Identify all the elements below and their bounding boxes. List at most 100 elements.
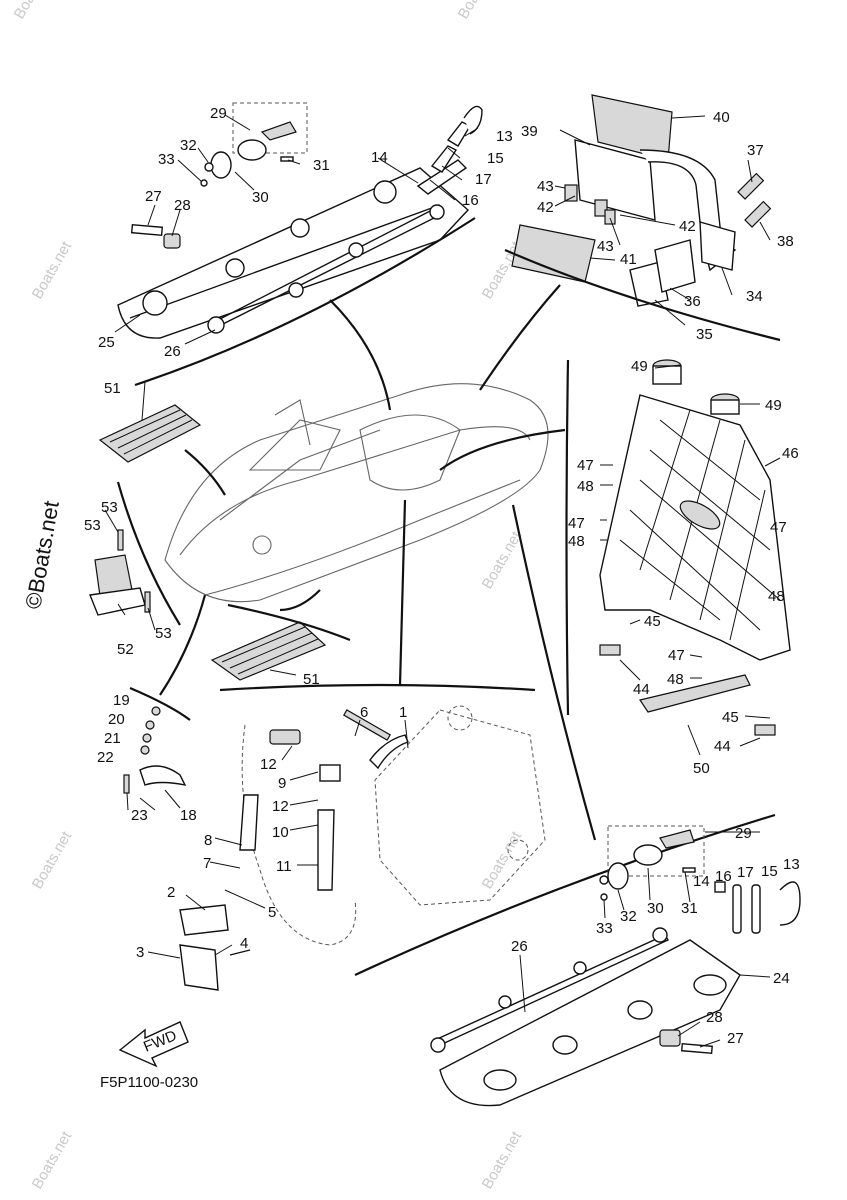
callout-19: 19 [113, 692, 130, 709]
bracket-line [227, 603, 351, 642]
watermark-text: Boats.net [11, 0, 58, 22]
callout-29a: 29 [210, 105, 227, 122]
watermark-text: Boats.net [455, 0, 502, 22]
watermark-text: Boats.net [29, 828, 76, 892]
callout-14b: 14 [693, 873, 710, 890]
callout-45b: 45 [722, 709, 739, 726]
callout-47c: 47 [668, 647, 685, 664]
callout-51b: 51 [303, 671, 320, 688]
callout-25: 25 [98, 334, 115, 351]
leader-lines [104, 114, 781, 1048]
boats-net-watermark: ©Boats.net [20, 499, 64, 611]
callout-33a: 33 [158, 151, 175, 168]
callout-48c: 48 [667, 671, 684, 688]
callout-5: 5 [268, 904, 276, 921]
watercraft-hull [164, 383, 549, 603]
callout-35: 35 [696, 326, 713, 343]
callout-34: 34 [746, 288, 763, 305]
callout-48b: 48 [568, 533, 585, 550]
callout-26b: 26 [511, 938, 528, 955]
callout-12b: 12 [272, 798, 289, 815]
callout-45a: 45 [644, 613, 661, 630]
callout-37: 37 [747, 142, 764, 159]
callout-38: 38 [777, 233, 794, 250]
pointer-arrow [398, 499, 407, 686]
lower-rail-assembly [354, 813, 801, 1107]
callout-41: 41 [620, 251, 637, 268]
callout-18: 18 [180, 807, 197, 824]
rear-grille [599, 359, 791, 736]
callout-30b: 30 [647, 900, 664, 917]
callout-47b: 47 [568, 515, 585, 532]
callout-42a: 42 [537, 199, 554, 216]
callout-8: 8 [204, 832, 212, 849]
callout-47d: 47 [770, 519, 787, 536]
callout-27b: 27 [727, 1030, 744, 1047]
small-parts-18-23 [123, 686, 191, 794]
callout-3: 3 [136, 944, 144, 961]
callout-50: 50 [693, 760, 710, 777]
callout-17b: 17 [737, 864, 754, 881]
callout-31b: 31 [681, 900, 698, 917]
callout-11: 11 [276, 858, 292, 875]
watermark-text: Boats.net [29, 238, 76, 302]
callout-10: 10 [272, 824, 289, 841]
pointer-arrow [439, 428, 566, 471]
bracket-line [134, 217, 476, 387]
bracket-52 [89, 481, 181, 626]
callout-43a: 43 [537, 178, 554, 195]
callout-49b: 49 [765, 397, 782, 414]
pointer-arrow [159, 594, 207, 696]
bracket-line [565, 359, 570, 716]
bracket-line [219, 683, 536, 692]
pointer-arrow [329, 299, 392, 411]
callout-22: 22 [97, 749, 114, 766]
nozzle-bracket [374, 705, 546, 906]
callout-53a: 53 [101, 499, 118, 516]
callout-15b: 15 [761, 863, 778, 880]
deck-rail-assembly [117, 102, 483, 339]
callout-28a: 28 [174, 197, 191, 214]
pointer-arrow [279, 589, 321, 612]
callout-29b: 29 [735, 825, 752, 842]
callout-9: 9 [278, 775, 286, 792]
callout-23: 23 [131, 807, 148, 824]
callout-labels: 1 2 3 4 5 6 7 8 9 10 11 12 12 13 13 14 1… [84, 105, 800, 1047]
handle-assembly [511, 94, 772, 307]
watermark-text: Boats.net [29, 1128, 76, 1192]
callout-12a: 12 [260, 756, 277, 773]
callout-14a: 14 [371, 149, 388, 166]
callout-17a: 17 [475, 171, 492, 188]
hose-assembly [179, 709, 409, 991]
callout-16a: 16 [462, 192, 479, 209]
callout-7: 7 [203, 855, 211, 872]
callout-47a: 47 [577, 457, 594, 474]
bracket-line [504, 248, 781, 342]
callout-4: 4 [240, 935, 248, 952]
callout-31a: 31 [313, 157, 330, 174]
callout-13b: 13 [783, 856, 800, 873]
callout-20: 20 [108, 711, 125, 728]
callout-48d: 48 [768, 588, 785, 605]
callout-49a: 49 [631, 358, 648, 375]
callout-40: 40 [713, 109, 730, 126]
callout-15a: 15 [487, 150, 504, 167]
pointer-arrow [184, 449, 226, 496]
watermark-text: Boats.net [479, 528, 526, 592]
callout-48a: 48 [577, 478, 594, 495]
diagram-code: F5P1100-0230 [100, 1074, 198, 1091]
callout-51a: 51 [104, 380, 121, 397]
callout-33b: 33 [596, 920, 613, 937]
callout-42b: 42 [679, 218, 696, 235]
callout-27a: 27 [145, 188, 162, 205]
callout-30a: 30 [252, 189, 269, 206]
callout-43b: 43 [597, 238, 614, 255]
callout-44b: 44 [714, 738, 731, 755]
callout-52: 52 [117, 641, 134, 658]
callout-26a: 26 [164, 343, 181, 360]
mat-upper [98, 404, 202, 463]
callout-16b: 16 [715, 868, 732, 885]
callout-44a: 44 [633, 681, 650, 698]
callout-53c: 53 [155, 625, 172, 642]
